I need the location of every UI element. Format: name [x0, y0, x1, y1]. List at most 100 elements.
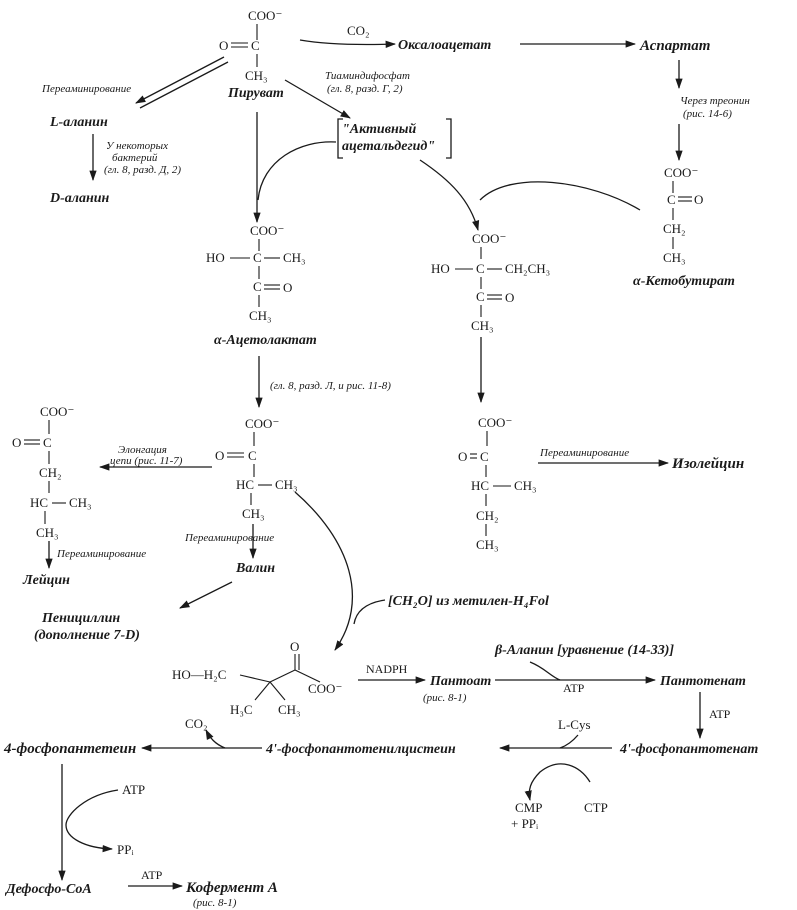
pantothenate-label: Пантотенат	[659, 674, 746, 689]
some-bacteria-note-1: У некоторых	[106, 140, 168, 152]
penicillin-ref: (дополнение 7-D)	[34, 628, 140, 643]
acetolactate-structure: COO⁻ HO C CH₃ C O CH₃ α-Ацетолактат	[206, 223, 317, 348]
ketobutyrate-o: O	[694, 192, 703, 207]
ketoisovalerate-structure: COO⁻ O C HC CH₃ CH₃	[215, 416, 298, 521]
phosphopantetheine-label: 4-фосфопантетеин	[3, 741, 136, 757]
kiv-coo: COO⁻	[245, 416, 279, 431]
pyruvate-c: C	[251, 38, 260, 53]
phosphopantothenate-label: 4'-фосфопантотенат	[619, 742, 758, 757]
ketobutyrate-ch3: CH₃	[663, 250, 686, 265]
kmv-ch3: CH₃	[514, 478, 537, 493]
ch2o-label: [CH₂O] из метилен-H₄Fol	[388, 594, 549, 609]
ketobutyrate-structure: COO⁻ C O CH₂ CH₃ α-Кетобутират	[633, 165, 735, 289]
coenzyme-a-label: Кофермент A	[185, 880, 278, 896]
kic-o: O	[12, 435, 21, 450]
kmv-coo: COO⁻	[478, 415, 512, 430]
atp-4-label: ATP	[141, 868, 163, 882]
pyruvate-label: Пируват	[227, 86, 284, 101]
oxaloacetate-label: Оксалоацетат	[398, 38, 491, 53]
arrow-pyruvate-alanine	[139, 61, 229, 109]
valine-label: Валин	[235, 561, 275, 576]
kmv-ch2: CH₂	[476, 508, 499, 523]
ahb-coo: COO⁻	[472, 231, 506, 246]
transamination-label-1: Переаминирование	[41, 83, 131, 95]
elongation-1: Элонгация	[118, 444, 167, 456]
ahb-c2: C	[476, 289, 485, 304]
pyruvate-o: O	[219, 38, 228, 53]
bracket-right	[446, 118, 452, 159]
kiv-ch3b: CH₃	[242, 506, 265, 521]
nadph-label: NADPH	[366, 662, 408, 676]
kiv-hc: HC	[236, 477, 254, 492]
kmv-o: O	[458, 449, 467, 464]
leucine-label: Лейцин	[22, 573, 70, 588]
kic-c: C	[43, 435, 52, 450]
coa-ref: (рис. 8-1)	[193, 897, 237, 909]
acetolactate-ref: (гл. 8, разд. Л, и рис. 11-8)	[270, 380, 391, 392]
aspartate-label: Аспартат	[639, 38, 710, 54]
d-alanine-label: D-аланин	[49, 191, 110, 206]
some-bacteria-note-2: бактерий	[112, 152, 158, 164]
ppi-1-label: + PPᵢ	[511, 816, 539, 831]
ketopantoate-structure: HO—H₂C O COO⁻ H₃C CH₃	[172, 639, 342, 717]
kp-o: O	[290, 639, 299, 654]
kp-ho: HO—H₂C	[172, 667, 226, 682]
curve-ketobutyrate-to-acetohydroxybutyrate	[479, 181, 641, 211]
ketoisocaproate-structure: COO⁻ O C CH₂ HC CH₃ CH₃	[12, 404, 92, 540]
ketobutyrate-label: α-Кетобутират	[633, 274, 735, 289]
ketomethylvalerate-structure: COO⁻ O C HC CH₃ CH₂ CH₃	[458, 415, 537, 552]
arrow-kiv-ketopantoate	[294, 491, 354, 651]
kic-ch3: CH₃	[69, 495, 92, 510]
kiv-o: O	[215, 448, 224, 463]
ahb-c: C	[476, 261, 485, 276]
beta-alanine-label: β-Аланин [уравнение (14-33)]	[494, 643, 674, 658]
penicillin-label: Пенициллин	[41, 611, 120, 626]
tpp-note-1: Тиаминдифосфат	[325, 70, 410, 82]
kic-hc: HC	[30, 495, 48, 510]
kp-h3c: H₃C	[230, 702, 253, 717]
ppi-2-label: PPᵢ	[117, 842, 134, 857]
kmv-hc: HC	[471, 478, 489, 493]
acetolactate-c2: C	[253, 279, 262, 294]
bracket-left	[337, 118, 343, 159]
kmv-ch3b: CH₃	[476, 537, 499, 552]
arrow-pyruvate-oxaloacetate	[299, 39, 397, 48]
pyruvate-ch3: CH₃	[245, 68, 268, 83]
pantoate-label: Пантоат	[429, 674, 491, 689]
curve-cys-join	[559, 734, 579, 749]
acetolactate-ho: HO	[206, 250, 225, 265]
curve-acetaldehyde-to-acetolactate	[257, 141, 337, 201]
active-acetaldehyde-2: ацетальдегид"	[342, 139, 435, 154]
acetohydroxybutyrate-structure: COO⁻ HO C CH₂CH₃ C O CH₃	[431, 231, 550, 333]
curve-beta-alanine-join	[529, 661, 561, 681]
co2-bottom: CO₂	[185, 716, 208, 731]
kiv-ch3: CH₃	[275, 477, 298, 492]
arrow-pyruvate-acetaldehyde	[284, 79, 351, 119]
pyruvate-coo: COO⁻	[248, 8, 282, 23]
via-threonine-1: Через треонин	[680, 95, 750, 107]
curve-ch2o-join	[353, 599, 386, 625]
l-alanine-label: L-аланин	[49, 115, 108, 130]
isoleucine-label: Изолейцин	[671, 456, 744, 472]
acetolactate-ch3b: CH₃	[249, 308, 272, 323]
transamination-label-val: Переаминирование	[184, 532, 274, 544]
ketobutyrate-ch2: CH₂	[663, 221, 686, 236]
some-bacteria-note-3: (гл. 8, разд. Д, 2)	[104, 164, 181, 176]
curve-atp-ppi	[65, 789, 119, 853]
ahb-ho: HO	[431, 261, 450, 276]
pyruvate-structure: COO⁻ O C CH₃ Пируват	[219, 8, 284, 101]
atp-1-label: ATP	[563, 681, 585, 695]
via-threonine-2: (рис. 14-6)	[683, 108, 732, 120]
ketobutyrate-c: C	[667, 192, 676, 207]
kp-ch3: CH₃	[278, 702, 301, 717]
kic-coo: COO⁻	[40, 404, 74, 419]
transamination-label-leu: Переаминирование	[56, 548, 146, 560]
active-acetaldehyde-1: "Активный	[342, 122, 416, 137]
acetolactate-o: O	[283, 280, 292, 295]
pantoate-ref: (рис. 8-1)	[423, 692, 467, 704]
kic-ch3b: CH₃	[36, 525, 59, 540]
arrow-valine-penicillin	[179, 581, 233, 609]
ahb-ch3: CH₃	[471, 318, 494, 333]
co2-top: CO₂	[347, 23, 370, 38]
phosphopantothenylcysteine-label: 4'-фосфопантотенилцистеин	[265, 742, 456, 757]
